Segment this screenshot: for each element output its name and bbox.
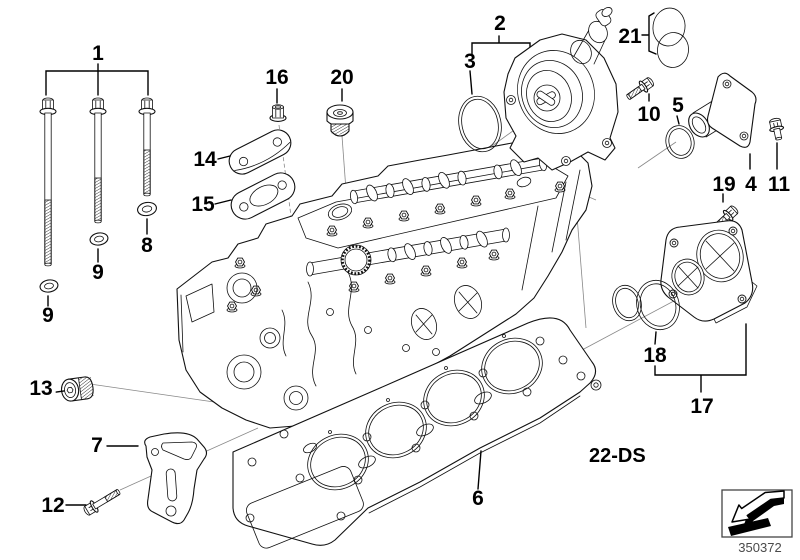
part-2-vacuum-pump — [471, 7, 619, 171]
part-13-screw-plug — [55, 376, 94, 402]
part-8-washer — [137, 201, 157, 235]
callout-7[interactable]: 7 — [91, 434, 103, 457]
callout-15[interactable]: 15 — [191, 193, 215, 216]
callout-14[interactable]: 14 — [193, 148, 217, 171]
part-10-bolt — [626, 77, 654, 100]
part-20-sealing-plug — [326, 88, 354, 137]
callout-6[interactable]: 6 — [472, 487, 484, 510]
head-bolt-short — [138, 97, 156, 197]
callout-19[interactable]: 19 — [712, 173, 735, 196]
part-18-o-rings — [612, 279, 680, 345]
part-11-bolt — [769, 117, 785, 141]
callout-18[interactable]: 18 — [643, 344, 667, 367]
bracket-17 — [654, 323, 747, 393]
part-9-washer-left — [39, 279, 59, 307]
section-code: 22-DS — [589, 445, 646, 467]
direction-arrow-box[interactable] — [721, 489, 793, 538]
cylinder-head-drawing — [176, 136, 593, 429]
callout-16[interactable]: 16 — [265, 66, 288, 89]
callout-8[interactable]: 8 — [141, 234, 153, 257]
sheet-number: 350372 — [738, 540, 781, 555]
part-3-o-ring — [458, 70, 502, 153]
part-16-nut — [269, 88, 287, 122]
part-12-bolt — [83, 489, 121, 516]
direction-arrow-base-bar — [728, 518, 771, 536]
head-bolt-medium — [89, 97, 107, 224]
leader-14 — [217, 155, 231, 160]
callout-1[interactable]: 1 — [92, 42, 104, 65]
part-15-gasket — [230, 172, 296, 220]
part-7-support-bracket — [106, 432, 208, 525]
callout-10[interactable]: 10 — [637, 103, 660, 126]
part-14-cover-plate — [228, 129, 292, 175]
part-6-head-gasket — [232, 317, 597, 549]
part-1-head-bolts — [39, 63, 156, 267]
callout-20[interactable]: 20 — [330, 66, 353, 89]
dowel-sleeve — [590, 379, 602, 391]
callout-9a[interactable]: 9 — [42, 304, 54, 327]
callout-9b[interactable]: 9 — [92, 261, 104, 284]
part-9-washer-middle — [89, 232, 109, 263]
callout-3[interactable]: 3 — [464, 50, 476, 73]
part-21-o-ring-set — [641, 7, 689, 68]
callout-5[interactable]: 5 — [672, 94, 684, 117]
callout-21[interactable]: 21 — [618, 25, 642, 48]
leader-15 — [214, 199, 232, 205]
part-17-connection-flange — [660, 220, 758, 324]
callout-2[interactable]: 2 — [494, 12, 506, 35]
callout-4[interactable]: 4 — [745, 173, 757, 196]
callout-13[interactable]: 13 — [29, 377, 52, 400]
callout-12[interactable]: 12 — [41, 494, 64, 517]
callout-11[interactable]: 11 — [768, 173, 791, 196]
part-5-o-ring — [665, 115, 695, 159]
callout-labels: 1 2 3 21 16 20 10 5 14 15 4 11 19 8 9 9 … — [29, 12, 790, 517]
part-4-tube-flange — [688, 72, 757, 170]
callout-17[interactable]: 17 — [690, 395, 713, 418]
head-bolt-long — [39, 97, 57, 267]
direction-arrow-icon — [731, 490, 785, 523]
